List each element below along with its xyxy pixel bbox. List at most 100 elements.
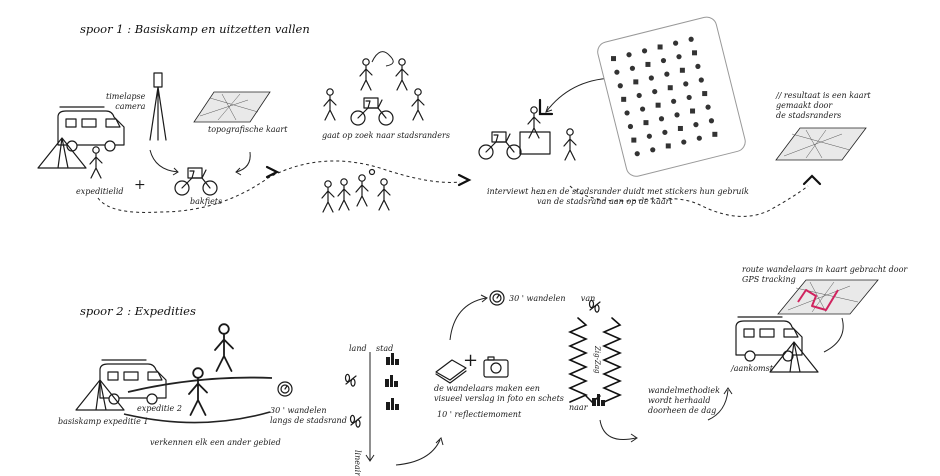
- sticker-mark: [674, 112, 680, 118]
- person-icon: [377, 178, 391, 211]
- chevron-icon: [457, 173, 471, 187]
- sticker-mark: [679, 67, 685, 73]
- sticker-sheet-icon: [597, 16, 746, 177]
- person-icon: [355, 174, 369, 207]
- sticker-mark: [633, 79, 639, 85]
- sticker-mark: [636, 92, 642, 99]
- sticker-mark: [643, 120, 649, 126]
- sticker-mark: [646, 133, 652, 139]
- label-interviewt-hen: interviewt hen: [487, 187, 546, 196]
- sticker-mark: [683, 81, 689, 87]
- person-icon: [89, 146, 103, 179]
- tent-icon: [37, 137, 87, 169]
- map-icon: [193, 91, 271, 123]
- cargo-bike-icon: [478, 131, 522, 160]
- label-lineair: lineair: [353, 450, 362, 476]
- label-naar: naar: [569, 403, 588, 412]
- sticker-mark: [665, 143, 671, 149]
- sticker-mark: [634, 151, 640, 157]
- person-icon: [359, 58, 373, 91]
- label-resultaat: // resultaat is een kaart gemaakt door d…: [776, 91, 871, 120]
- sticker-mark: [629, 65, 636, 71]
- sticker-mark: [676, 54, 682, 60]
- sticker-mark: [698, 77, 704, 83]
- person-icon: [323, 88, 337, 121]
- label-stad: stad: [376, 344, 394, 353]
- label-zig-zag: Zig-Zag: [593, 346, 601, 374]
- clock-icon: [277, 381, 293, 397]
- flow-arrow: [149, 149, 179, 173]
- label-verkennen: verkennen elk een ander gebied: [150, 438, 281, 447]
- sticker-mark: [696, 135, 702, 141]
- sticker-mark: [667, 85, 673, 91]
- clock-icon: [489, 290, 505, 306]
- sticker-mark: [712, 131, 718, 137]
- footsteps-icon: [349, 414, 362, 428]
- sticker-mark: [702, 91, 708, 97]
- sticker-mark: [626, 52, 632, 58]
- sticker-mark: [664, 71, 670, 77]
- label-visueel-verslag: de wandelaars maken een visueel verslag …: [434, 384, 564, 403]
- sticker-mark: [611, 56, 617, 62]
- person-icon: [411, 88, 425, 121]
- label-basiskamp: basiskamp expeditie 1: [58, 417, 149, 426]
- person-icon: [395, 58, 409, 91]
- sticker-mark: [673, 40, 679, 46]
- camera-icon: [483, 356, 509, 378]
- sticker-mark: [650, 147, 656, 153]
- label-land: land: [349, 344, 367, 353]
- tripod-camera-icon: [149, 72, 167, 141]
- person-icon: [527, 106, 541, 139]
- chevron-icon: [265, 165, 279, 179]
- tent-icon: [769, 341, 819, 373]
- plus-sign: +: [134, 177, 146, 193]
- sticker-mark: [688, 36, 694, 42]
- building-icon: [592, 394, 605, 406]
- label-30-wandelen: 30 ' wandelen langs de stadsrand: [270, 406, 347, 425]
- sticker-mark: [624, 110, 630, 116]
- flow-arrow: [449, 297, 487, 341]
- flow-arrow: [599, 419, 637, 440]
- flow-arrow: [235, 151, 251, 173]
- sticker-mark: [690, 108, 696, 114]
- sticker-mark: [677, 125, 683, 131]
- label-expeditie-2: expeditie 2: [137, 404, 182, 413]
- zigzag-route: [602, 317, 622, 403]
- flow-arrow: [823, 317, 844, 353]
- route-path-1: [97, 160, 461, 213]
- sticker-mark: [655, 102, 661, 108]
- sticker-mark: [692, 50, 698, 56]
- label-gaat-op-zoek: gaat op zoek naar stadsranders: [322, 131, 450, 140]
- flow-arrow: [707, 389, 729, 421]
- sticker-mark: [657, 44, 663, 50]
- spoor2-title: spoor 2 : Expedities: [80, 304, 196, 318]
- label-expeditielid: expeditielid: [76, 187, 124, 196]
- sticker-mark: [648, 75, 654, 81]
- label-30-wandelen-van: 30 ' wandelen van: [509, 294, 596, 303]
- sticker-mark: [686, 94, 692, 101]
- cargo-box: [519, 131, 551, 155]
- map-icon: [777, 279, 879, 315]
- sticker-mark: [627, 123, 634, 130]
- label-gps-route: route wandelaars in kaart gebracht door …: [742, 265, 908, 284]
- building-icon: [386, 398, 399, 410]
- sticker-mark: [639, 106, 646, 112]
- sticker-mark: [645, 61, 651, 67]
- sticker-mark: [621, 96, 627, 102]
- zigzag-route: [568, 317, 588, 403]
- camper-icon: [57, 106, 125, 152]
- label-bakfiets: bakfiets: [190, 197, 223, 206]
- label-methodiek: wandelmethodiek wordt herhaald doorheen …: [648, 386, 720, 415]
- person-icon: [188, 367, 208, 416]
- sticker-mark: [671, 98, 677, 104]
- spoor1-title: spoor 1 : Basiskamp en uitzetten vallen: [80, 22, 310, 36]
- notebook-icon: [435, 359, 467, 384]
- sticker-mark: [658, 116, 665, 122]
- sticker-mark: [705, 104, 711, 110]
- ground-line: [127, 376, 273, 393]
- gps-route: [797, 289, 839, 311]
- footsteps-icon: [344, 373, 357, 387]
- sticker-mark: [617, 83, 623, 89]
